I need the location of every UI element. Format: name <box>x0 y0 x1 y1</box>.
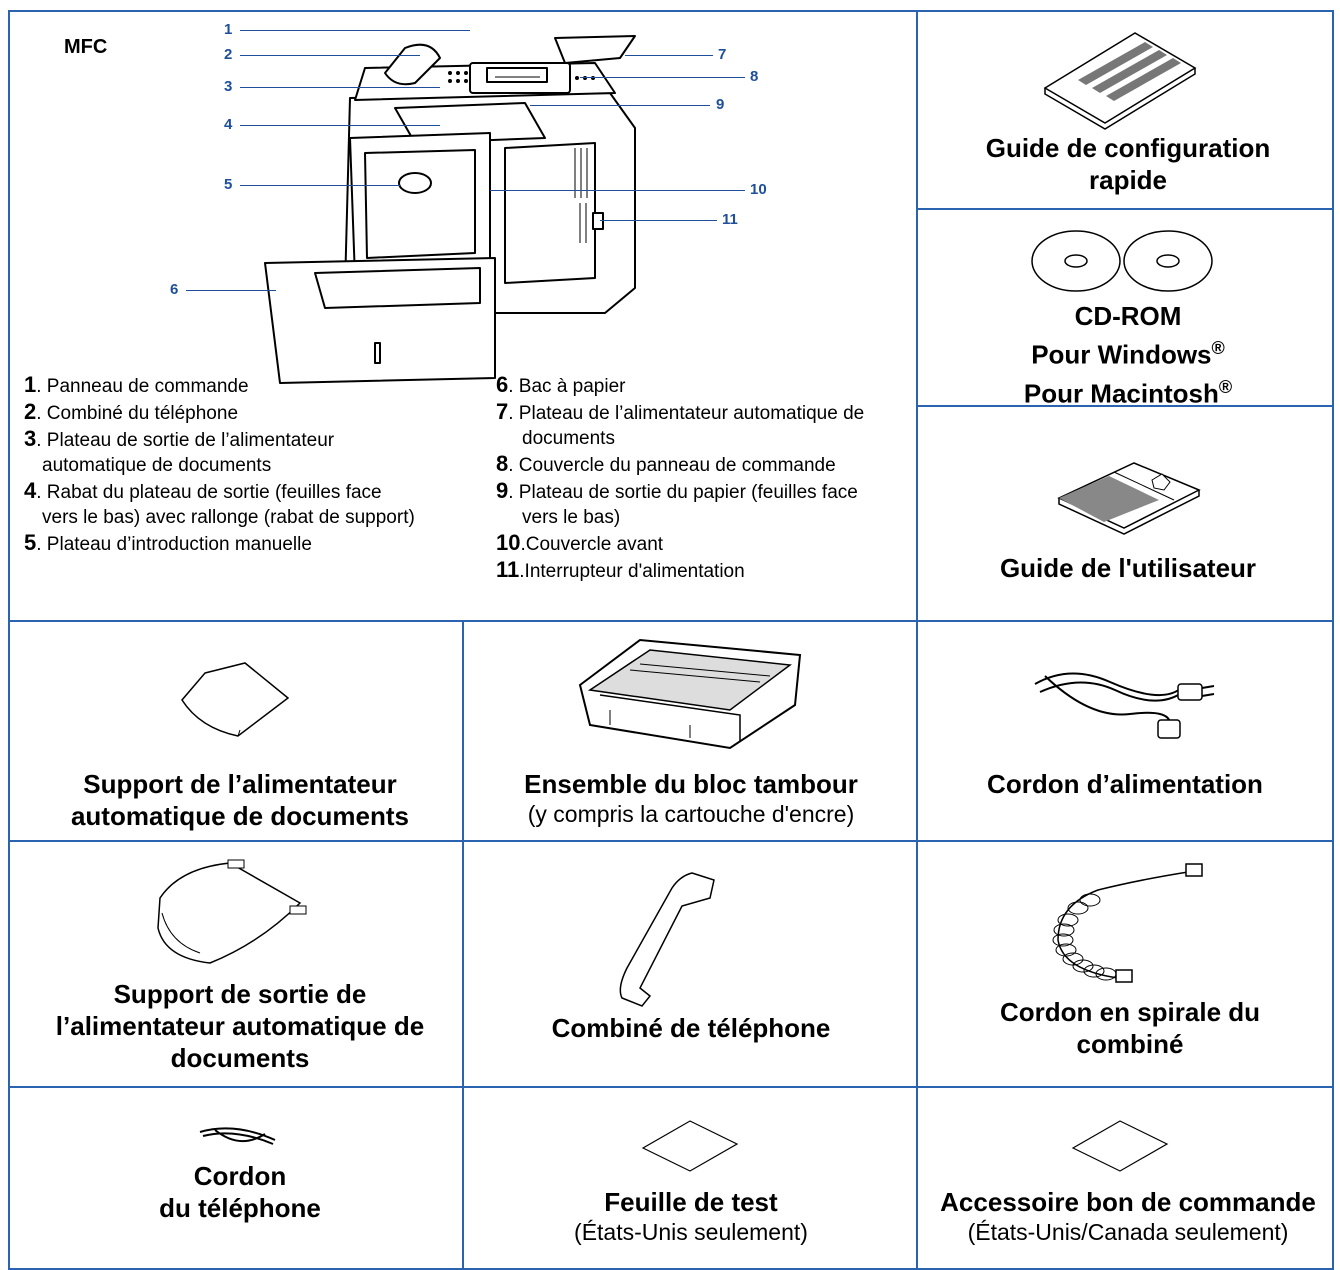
cdrom-icon <box>1031 230 1213 292</box>
list-item: 8. Couvercle du panneau de commande <box>496 451 836 476</box>
divider-row-2 <box>8 840 1334 842</box>
telephone-line-cord-title: Cordon du téléphone <box>159 1161 321 1223</box>
curly-cord-icon <box>1052 863 1203 983</box>
callout-5: 5 <box>224 176 233 193</box>
list-item: 6. Bac à papier <box>496 372 626 397</box>
adf-output-support-title: Support de sortie de l’alimentateur auto… <box>55 979 425 1073</box>
list-item: 7. Plateau de l’alimentateur automatique… <box>496 399 865 424</box>
divider-col-1 <box>462 620 464 1270</box>
divider-row-3 <box>8 1086 1334 1088</box>
drum-unit-title: Ensemble du bloc tambour (y compris la c… <box>476 768 906 828</box>
cdrom-line-1: CD-ROM <box>1074 301 1182 331</box>
list-item: 2. Combiné du téléphone <box>24 399 239 424</box>
telephone-line-cord-icon <box>199 1127 276 1145</box>
callout-9: 9 <box>716 96 725 113</box>
callout-8: 8 <box>750 68 759 85</box>
callout-10: 10 <box>750 181 767 198</box>
divider-main-vertical <box>916 10 918 622</box>
mfc-machine-illustration <box>264 35 636 384</box>
list-item: 3. Plateau de sortie de l’alimentateur <box>24 426 335 451</box>
callout-4: 4 <box>224 116 233 133</box>
adf-support-icon <box>181 662 290 737</box>
drum-unit-subtitle: (y compris la cartouche d'encre) <box>527 801 855 827</box>
list-item: vers le bas) <box>522 507 621 528</box>
list-item: 4. Rabat du plateau de sortie (feuilles … <box>24 478 382 503</box>
callout-7: 7 <box>718 46 727 63</box>
test-sheet-icon <box>641 1120 739 1172</box>
leader-1 <box>240 30 470 31</box>
callout-6: 6 <box>170 281 179 298</box>
test-sheet-title: Feuille de test (États-Unis seulement) <box>476 1186 906 1246</box>
leader-3 <box>240 87 440 88</box>
order-form-subtitle: (États-Unis/Canada seulement) <box>967 1219 1289 1245</box>
parts-list-left: 1. Panneau de commande 2. Combiné du tél… <box>24 372 464 557</box>
curly-cord-title: Cordon en spirale du combiné <box>999 997 1261 1059</box>
leader-5 <box>240 185 400 186</box>
cdrom-line-3: Pour Macintosh <box>1023 378 1219 409</box>
list-item: vers le bas) avec rallonge (rabat de sup… <box>42 507 415 528</box>
list-item: automatique de documents <box>42 455 272 476</box>
leader-9 <box>530 105 710 106</box>
leader-2 <box>240 55 420 56</box>
leader-4 <box>240 125 440 126</box>
leader-11 <box>600 220 717 221</box>
list-item: 9. Plateau de sortie du papier (feuilles… <box>496 478 858 503</box>
list-item: 11.Interrupteur d'alimentation <box>496 557 745 582</box>
divider-row-1 <box>8 620 1334 622</box>
cdrom-title: CD-ROM Pour Windows® Pour Macintosh® <box>1023 301 1233 409</box>
power-cord-icon <box>1034 672 1215 739</box>
divider-side-2 <box>916 405 1334 407</box>
list-item: 5. Plateau d’introduction manuelle <box>24 530 312 555</box>
power-cord-title: Cordon d’alimentation <box>987 769 1263 799</box>
callout-3: 3 <box>224 78 233 95</box>
quick-setup-guide-title: Guide de configuration rapide <box>985 133 1271 195</box>
handset-title: Combiné de téléphone <box>551 1013 831 1043</box>
order-form-icon <box>1071 1120 1169 1172</box>
list-item: documents <box>522 428 615 449</box>
handset-icon <box>619 872 715 1007</box>
cdrom-line-2: Pour Windows <box>1031 339 1212 370</box>
mfc-label: MFC <box>64 36 108 58</box>
test-sheet-subtitle: (États-Unis seulement) <box>574 1219 808 1245</box>
divider-side-1 <box>916 208 1334 210</box>
user-guide-title: Guide de l'utilisateur <box>999 553 1257 583</box>
drum-unit-icon <box>578 638 802 750</box>
order-form-title: Accessoire bon de commande (États-Unis/C… <box>920 1186 1336 1246</box>
list-item: 1. Panneau de commande <box>24 372 249 397</box>
user-guide-booklet-icon <box>1057 462 1201 535</box>
parts-list-right: 6. Bac à papier 7. Plateau de l’alimenta… <box>496 372 912 584</box>
adf-output-support-icon <box>157 859 307 964</box>
callout-11: 11 <box>722 211 738 228</box>
leader-7 <box>625 55 713 56</box>
leader-10 <box>490 190 745 191</box>
callout-1: 1 <box>224 21 233 38</box>
divider-col-2 <box>916 620 918 1270</box>
list-item: 10.Couvercle avant <box>496 530 664 555</box>
callout-2: 2 <box>224 46 233 63</box>
leader-8 <box>580 77 745 78</box>
adf-support-title: Support de l’alimentateur automatique de… <box>70 769 410 831</box>
quick-guide-booklet-icon <box>1043 32 1197 130</box>
leader-6 <box>186 290 276 291</box>
